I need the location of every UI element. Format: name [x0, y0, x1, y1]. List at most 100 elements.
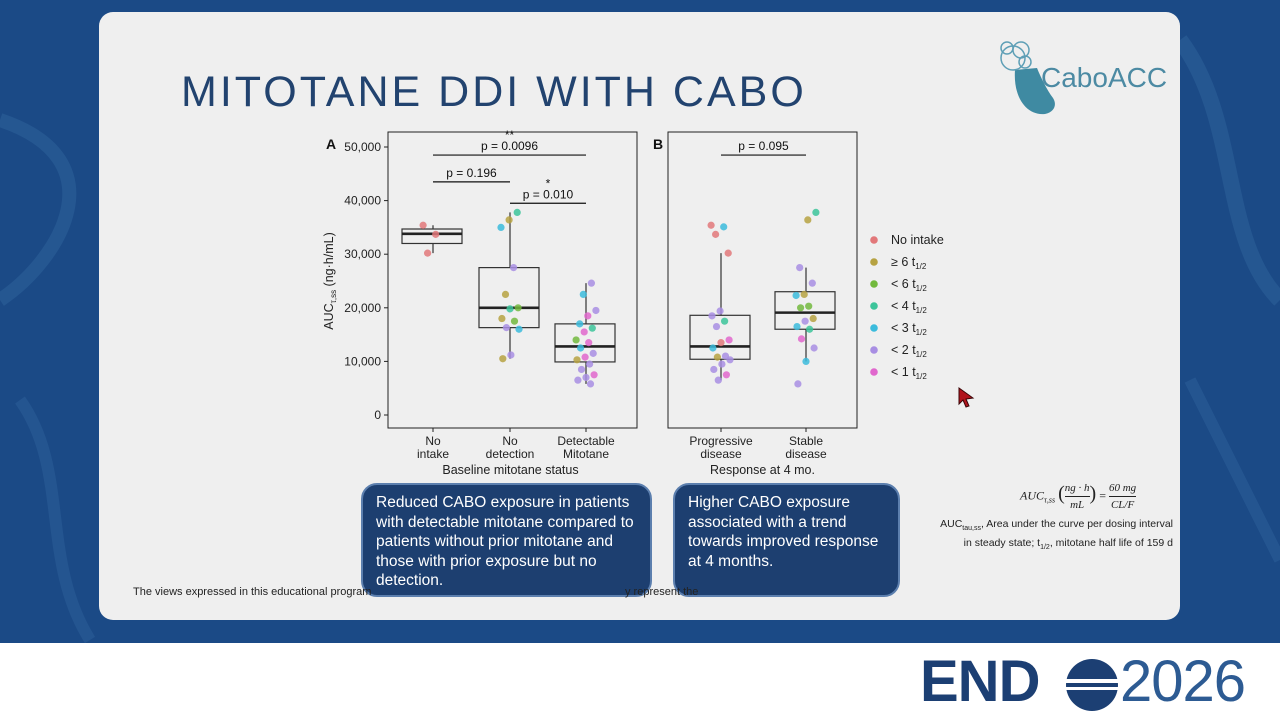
legend-marker — [870, 258, 878, 266]
p-value-label: p = 0.010 — [523, 187, 574, 201]
data-point — [712, 322, 721, 331]
legend-marker — [870, 368, 878, 376]
disclaimer-start: The views expressed in this educational … — [133, 586, 372, 598]
box — [401, 228, 463, 245]
legend-label-sub: 1/2 — [916, 328, 928, 337]
callout-left: Reduced CABO exposure in patients with d… — [361, 483, 652, 597]
data-point — [432, 230, 440, 238]
data-point — [800, 290, 808, 298]
legend-label-sub: 1/2 — [916, 350, 928, 359]
y-tick-label: 10,000 — [344, 354, 381, 368]
formula-unit-num: ng · h — [1064, 480, 1090, 497]
data-point — [509, 264, 518, 272]
box — [689, 314, 751, 360]
legend-label-sub: 1/2 — [916, 372, 928, 381]
p-value-label: p = 0.196 — [446, 166, 497, 180]
data-point — [793, 322, 801, 331]
p-value-label: p = 0.095 — [738, 139, 789, 153]
data-point — [712, 230, 720, 238]
legend-label-main: No intake — [891, 233, 944, 247]
data-point — [707, 221, 715, 229]
data-point — [724, 249, 732, 257]
data-point — [713, 353, 722, 361]
legend-label: < 6 t1/2 — [891, 277, 927, 293]
data-point — [497, 223, 505, 231]
data-point — [810, 344, 818, 352]
y-tick-label: 40,000 — [344, 194, 381, 208]
x-axis-label: Response at 4 mo. — [710, 463, 815, 477]
panel-label: B — [653, 136, 663, 152]
data-point — [572, 336, 580, 344]
y-axis-label: AUCτ,ss (ng·h/mL) — [322, 232, 338, 329]
data-point — [585, 339, 593, 347]
box — [478, 267, 540, 329]
data-point — [589, 349, 597, 357]
y-tick-label: 0 — [374, 408, 381, 422]
data-point — [507, 351, 515, 359]
panel-frame — [667, 131, 858, 429]
data-point — [792, 291, 800, 300]
legend-label-main: ≥ 6 t — [891, 255, 916, 269]
data-point — [716, 307, 724, 315]
legend-label-sub: 1/2 — [916, 284, 928, 293]
footnote-line-2: in steady state; t1/2, mitotane half lif… — [963, 537, 1173, 552]
legend-label: ≥ 6 t1/2 — [891, 255, 927, 271]
data-point — [710, 365, 718, 374]
legend-label: < 3 t1/2 — [891, 321, 927, 337]
data-point — [501, 290, 510, 298]
legend-marker — [870, 236, 878, 244]
data-point — [709, 344, 717, 352]
box — [554, 323, 616, 363]
x-tick-label: Detectable — [557, 434, 615, 448]
legend-label: < 1 t1/2 — [891, 365, 927, 381]
data-point — [721, 317, 729, 325]
data-point — [806, 325, 814, 333]
x-tick-label: No — [425, 434, 441, 448]
y-axis-label-unit: (ng·h/mL) — [322, 232, 336, 290]
y-tick-label: 50,000 — [344, 140, 381, 154]
footnote-line-1: AUCtau,ss, Area under the curve per dosi… — [940, 518, 1173, 533]
footnote: AUCtau,ss, Area under the curve per dosi… — [921, 517, 1173, 555]
disclaimer-text: The views expressed in this educational … — [133, 586, 698, 598]
data-point — [726, 356, 734, 364]
formula-rhs-num: 60 mg — [1108, 480, 1137, 497]
x-tick-label: Stable — [789, 434, 823, 448]
legend-label-sub: 1/2 — [916, 306, 928, 315]
legend-marker — [870, 346, 878, 354]
legend-label-main: < 3 t — [891, 321, 916, 335]
y-tick-label: 20,000 — [344, 301, 381, 315]
x-tick-label: detection — [486, 447, 535, 461]
legend-label: No intake — [891, 233, 944, 247]
data-point — [424, 249, 432, 257]
data-point — [720, 223, 728, 231]
data-point — [580, 328, 588, 336]
data-point — [515, 325, 523, 333]
callout-right: Higher CABO exposure associated with a t… — [673, 483, 900, 597]
data-point — [808, 279, 816, 287]
data-point — [797, 304, 805, 312]
caboacc-logo-icon — [1000, 41, 1055, 115]
data-point — [576, 320, 584, 328]
data-point — [577, 344, 585, 352]
y-axis-label-sub: τ,ss — [329, 290, 338, 303]
data-point — [714, 376, 722, 384]
disclaimer-tail: y represent the — [625, 586, 699, 598]
data-point — [513, 208, 521, 216]
y-tick-label: 30,000 — [344, 247, 381, 261]
data-point — [587, 279, 596, 287]
data-point — [718, 360, 726, 368]
endo-year: 2026 — [1120, 649, 1246, 714]
legend-label-sub: 1/2 — [915, 262, 927, 271]
data-point — [581, 353, 589, 361]
legend-label-main: < 1 t — [891, 365, 916, 379]
data-point — [717, 339, 725, 347]
data-point — [794, 380, 802, 388]
x-tick-label: disease — [700, 447, 742, 461]
data-point — [574, 376, 582, 384]
data-point — [577, 365, 586, 374]
data-point — [514, 304, 522, 312]
endo-globe-icon — [1066, 659, 1118, 711]
legend-label-main: < 4 t — [891, 299, 916, 313]
significance-stars: * — [546, 176, 551, 190]
